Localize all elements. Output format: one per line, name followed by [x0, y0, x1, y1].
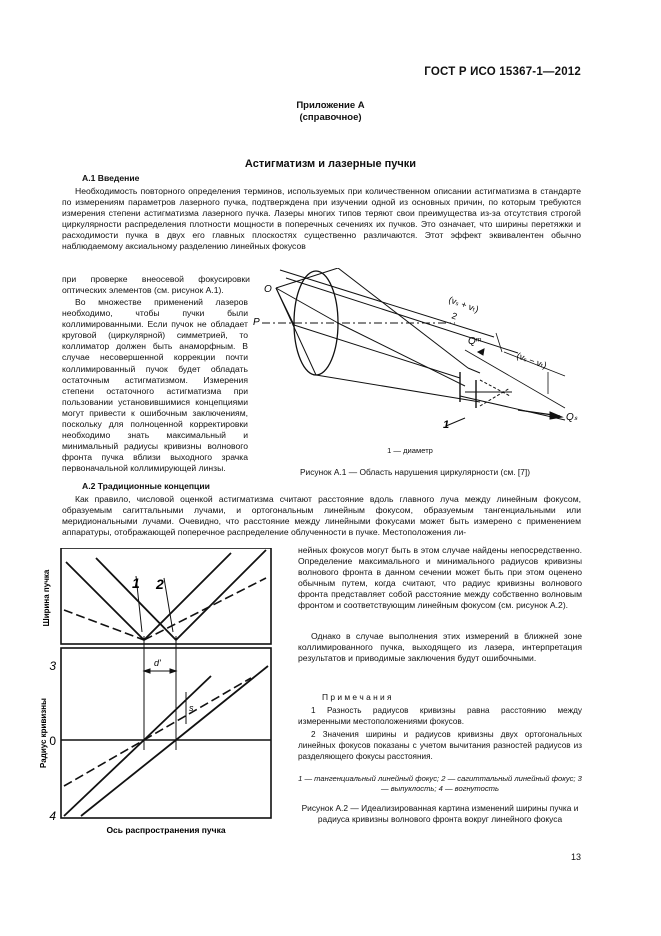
label-convex-3: 3 — [49, 659, 56, 673]
figure-a1-legend: 1 — диаметр — [387, 446, 433, 455]
figure-a2-legend: 1 — тангенциальный линейный фокус; 2 — с… — [298, 774, 582, 793]
x-axis-label: Ось распространения пучка — [106, 825, 225, 835]
figure-a1-diagram: O P Qᵐ Qₛ (vₛ + vₜ) 2 (vₛ − vₜ) 1 — [253, 268, 578, 431]
paragraph-near-field: Однако в случае выполнения этих измерени… — [298, 631, 582, 664]
figure-a2-caption: Рисунок А.2 — Идеализированная картина и… — [301, 803, 579, 824]
label-tangential-1: 1 — [132, 575, 140, 591]
page-number: 13 — [570, 852, 581, 862]
formula-difference: (vₛ − vₜ) — [515, 350, 548, 370]
formula-sum: (vₛ + vₜ) — [447, 294, 480, 314]
figure-a1-caption: Рисунок А.1 — Область нарушения циркуляр… — [299, 467, 531, 477]
paragraph-intro: Необходимость повторного определения тер… — [62, 186, 581, 252]
paragraph-collimation: Во множестве применений лазеров необходи… — [62, 297, 248, 474]
paragraph-intro-continued: при проверке внеосевой фокусировки оптич… — [62, 274, 250, 296]
document-header: ГОСТ Р ИСО 15367-1—2012 — [424, 66, 581, 78]
label-sagittal-2: 2 — [155, 576, 164, 592]
label-d-prime: d' — [154, 658, 161, 668]
label-p: P — [253, 317, 260, 328]
label-zero: 0 — [49, 734, 56, 748]
label-qm: Qᵐ — [468, 336, 482, 347]
annex-heading: Приложение А (справочное) — [0, 100, 661, 124]
y-axis-label-width: Ширина пучка — [42, 569, 51, 626]
label-s: s — [189, 703, 194, 713]
notes-title: П р и м е ч а н и я — [322, 692, 392, 702]
figure-a2-diagram: 1 2 3 0 4 d' s Ось распространения пучка… — [39, 548, 272, 835]
section-title: Астигматизм и лазерные пучки — [244, 158, 417, 170]
paragraph-traditional-concepts: Как правило, числовой оценкой астигматиз… — [62, 494, 581, 538]
formula-denominator: 2 — [450, 310, 458, 321]
label-concave-4: 4 — [49, 809, 56, 823]
subsection-a2-heading: А.2 Традиционные концепции — [82, 481, 210, 491]
label-qs: Qₛ — [566, 412, 578, 423]
note-2: 2 Значения ширины и радиусов кривизны дв… — [298, 730, 582, 761]
paragraph-line-focus: нейных фокусов могут быть в этом случае … — [298, 545, 582, 611]
annex-subtitle: (справочное) — [299, 112, 362, 123]
label-o: O — [264, 284, 272, 295]
y-axis-label-radius: Радиус кривизны — [39, 698, 48, 768]
annex-title: Приложение А — [296, 100, 365, 111]
label-diameter-1: 1 — [443, 419, 449, 431]
subsection-a1-heading: А.1 Введение — [82, 173, 140, 183]
note-1: 1 Разность радиусов кривизны равна расст… — [298, 706, 582, 726]
